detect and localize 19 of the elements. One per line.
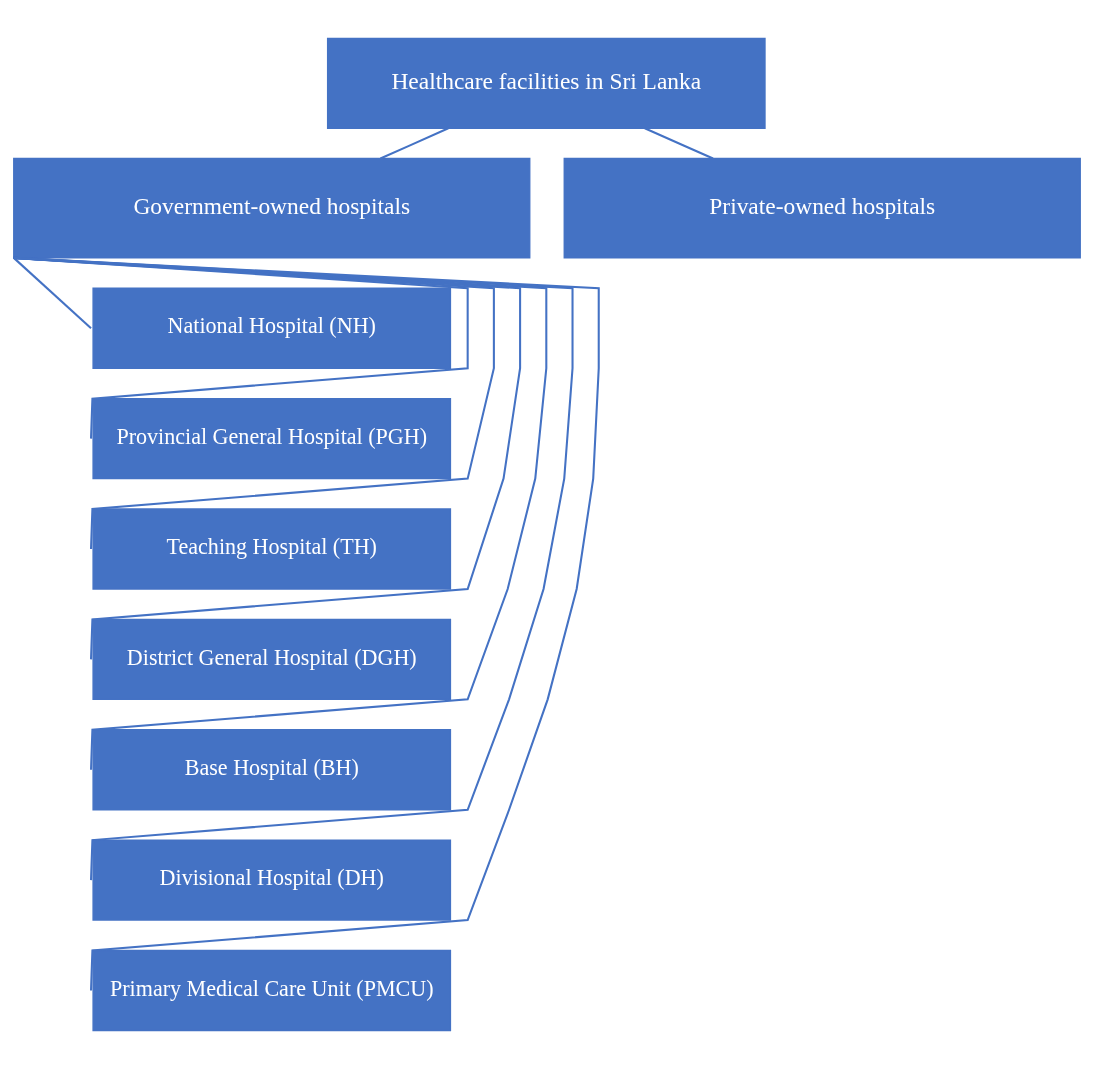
connector [13, 256, 574, 880]
node-box: District General Hospital (DGH) [92, 618, 452, 700]
node-box: Government-owned hospitals [13, 157, 531, 259]
connector [13, 256, 600, 990]
connector [13, 256, 522, 659]
node-box: Primary Medical Care Unit (PMCU) [92, 949, 452, 1031]
connector [13, 256, 92, 329]
node-box: Healthcare facilities in Sri Lanka [326, 37, 766, 129]
node-box: Provincial General Hospital (PGH) [92, 397, 452, 479]
node-box: National Hospital (NH) [92, 287, 452, 369]
node-box: Private-owned hospitals [563, 157, 1081, 259]
connector [13, 256, 548, 770]
node-box: Divisional Hospital (DH) [92, 838, 452, 921]
connector [644, 126, 714, 159]
node-box: Teaching Hospital (TH) [92, 507, 452, 590]
connector [380, 126, 449, 159]
node-box: Base Hospital (BH) [92, 728, 452, 810]
connector [13, 256, 495, 549]
connector [13, 256, 469, 439]
